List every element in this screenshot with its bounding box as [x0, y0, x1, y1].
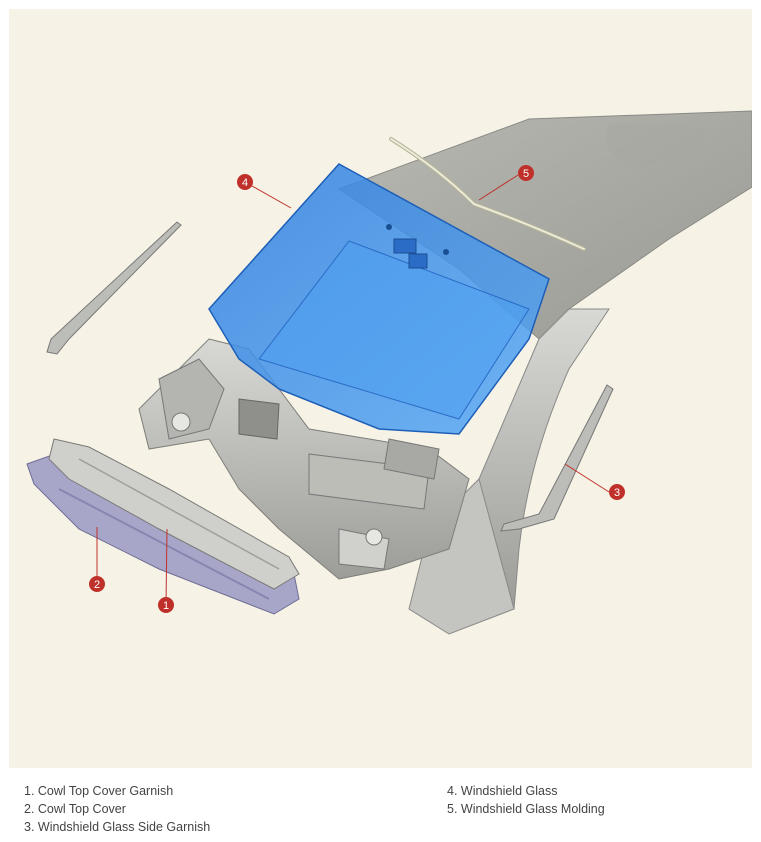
leader-line-4	[244, 181, 292, 209]
callout-3: 3	[609, 484, 625, 500]
leader-line-5	[478, 174, 519, 201]
cowl-panel-structure	[138, 338, 470, 580]
legend-item: 5. Windshield Glass Molding	[447, 802, 605, 816]
legend-item: 3. Windshield Glass Side Garnish	[24, 820, 211, 834]
a-pillar-right	[408, 308, 610, 635]
exploded-diagram: 1 2 3 4 5	[9, 9, 752, 768]
windshield-glass-molding	[389, 137, 586, 251]
cowl-top-cover-garnish	[48, 438, 300, 590]
callout-2-number: 2	[94, 579, 100, 591]
legend-left-column: 1. Cowl Top Cover Garnish 2. Cowl Top Co…	[24, 782, 210, 836]
callout-4-number: 4	[242, 177, 248, 189]
diagram-canvas: 1 2 3 4 5	[26, 110, 752, 635]
windshield-glass	[208, 163, 550, 435]
callout-3-number: 3	[614, 487, 620, 499]
side-garnish-left	[46, 221, 182, 355]
side-garnish-right	[500, 384, 614, 532]
callout-5: 5	[518, 165, 534, 181]
leader-line-3	[564, 463, 610, 493]
legend-item: 4. Windshield Glass	[447, 784, 558, 798]
callout-5-number: 5	[523, 168, 529, 180]
callout-1: 1	[158, 597, 174, 613]
legend-right-column: 4. Windshield Glass 5. Windshield Glass …	[447, 782, 605, 818]
legend-item: 1. Cowl Top Cover Garnish	[24, 784, 174, 798]
callout-1-number: 1	[163, 600, 169, 612]
leader-line-1	[165, 528, 168, 606]
leader-lines	[96, 174, 610, 606]
callout-2: 2	[89, 576, 105, 592]
callout-4: 4	[237, 174, 253, 190]
legend-item: 2. Cowl Top Cover	[24, 802, 126, 816]
